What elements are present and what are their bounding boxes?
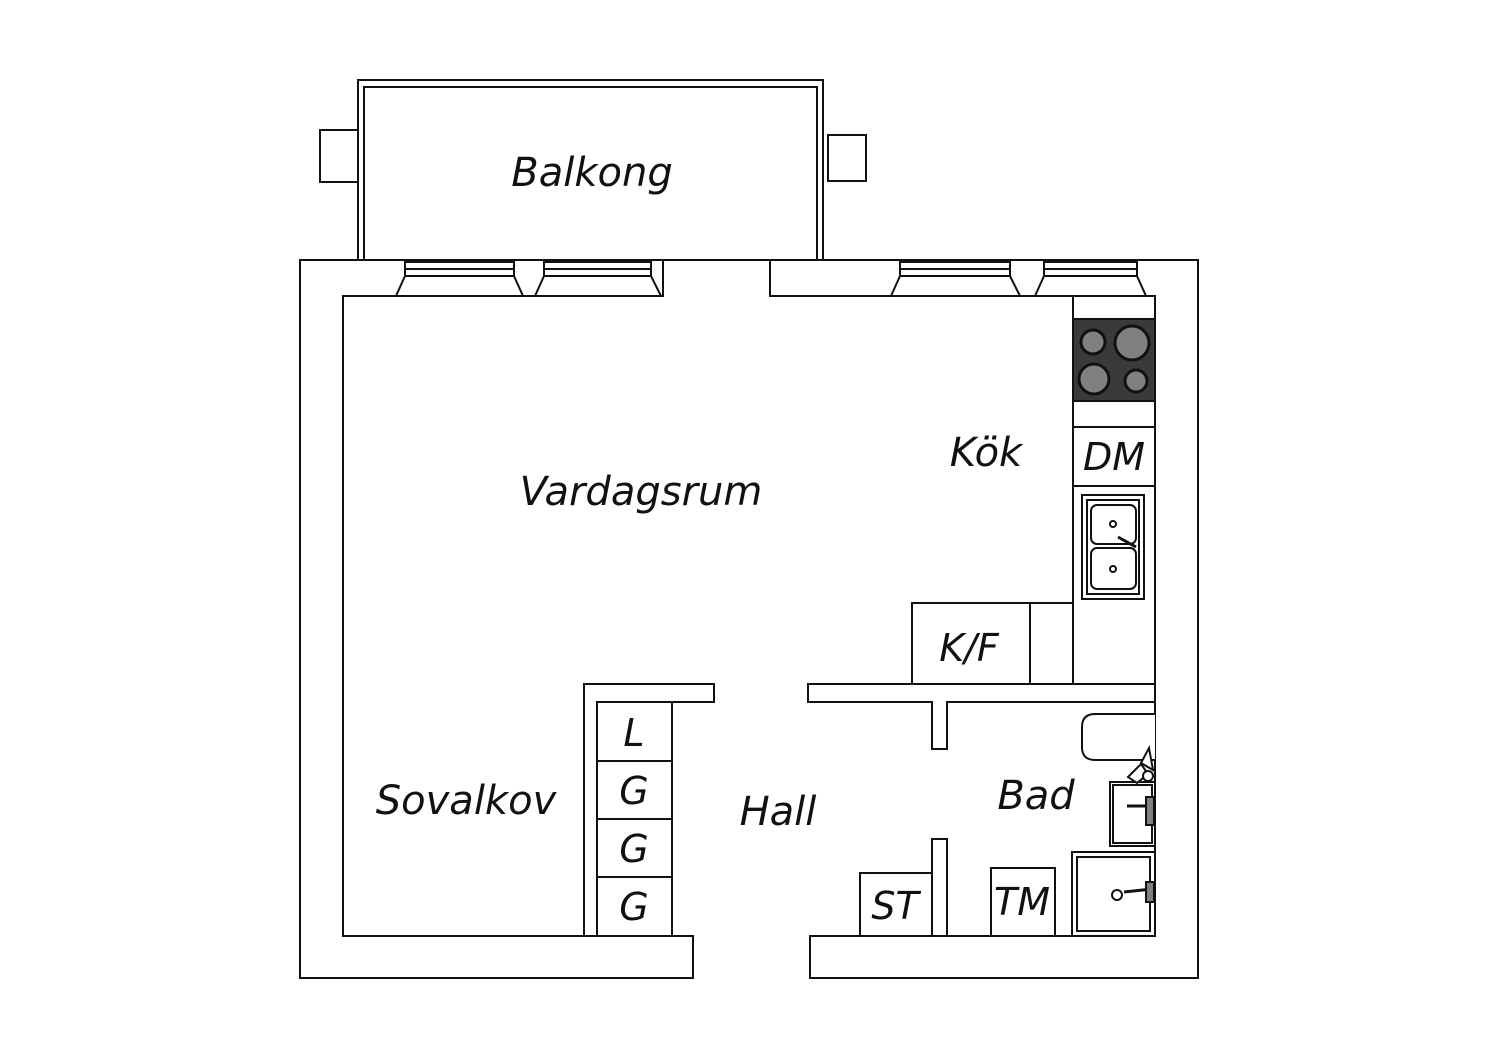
room-label-bad: Bad bbox=[997, 773, 1075, 819]
exterior-walls bbox=[299, 259, 1199, 979]
window bbox=[889, 261, 1022, 297]
drying-cabinet bbox=[859, 872, 933, 937]
fixture-label-l: L bbox=[623, 711, 644, 755]
fixture-label-tm: TM bbox=[994, 880, 1050, 924]
balcony bbox=[319, 79, 867, 261]
cooktop-icon bbox=[1072, 318, 1156, 402]
room-label-hall: Hall bbox=[740, 789, 817, 835]
double-sink-icon bbox=[1081, 494, 1145, 600]
fridge-freezer bbox=[911, 602, 1031, 685]
room-label-sovalkov: Sovalkov bbox=[376, 778, 558, 824]
fixture-label-kf: K/F bbox=[939, 626, 1000, 670]
room-label-balkong: Balkong bbox=[511, 150, 672, 196]
window bbox=[533, 261, 663, 297]
shower-icon bbox=[1071, 851, 1156, 937]
bathtub-icon bbox=[1081, 713, 1155, 761]
washbasin-icon bbox=[1109, 744, 1156, 847]
window bbox=[394, 261, 525, 297]
washing-machine bbox=[990, 867, 1056, 937]
interior-wall-bathroom bbox=[807, 683, 1156, 750]
fixture-label-g: G bbox=[619, 885, 648, 929]
fixture-label-g: G bbox=[619, 827, 648, 871]
fixture-label-dm: DM bbox=[1083, 435, 1145, 479]
window bbox=[1033, 261, 1148, 297]
room-label-vardagsrum: Vardagsrum bbox=[520, 469, 763, 515]
interior-wall-stub bbox=[931, 838, 948, 937]
fixture-label-st: ST bbox=[871, 884, 921, 928]
fixture-label-g: G bbox=[619, 769, 648, 813]
room-label-kok: Kök bbox=[950, 430, 1024, 476]
